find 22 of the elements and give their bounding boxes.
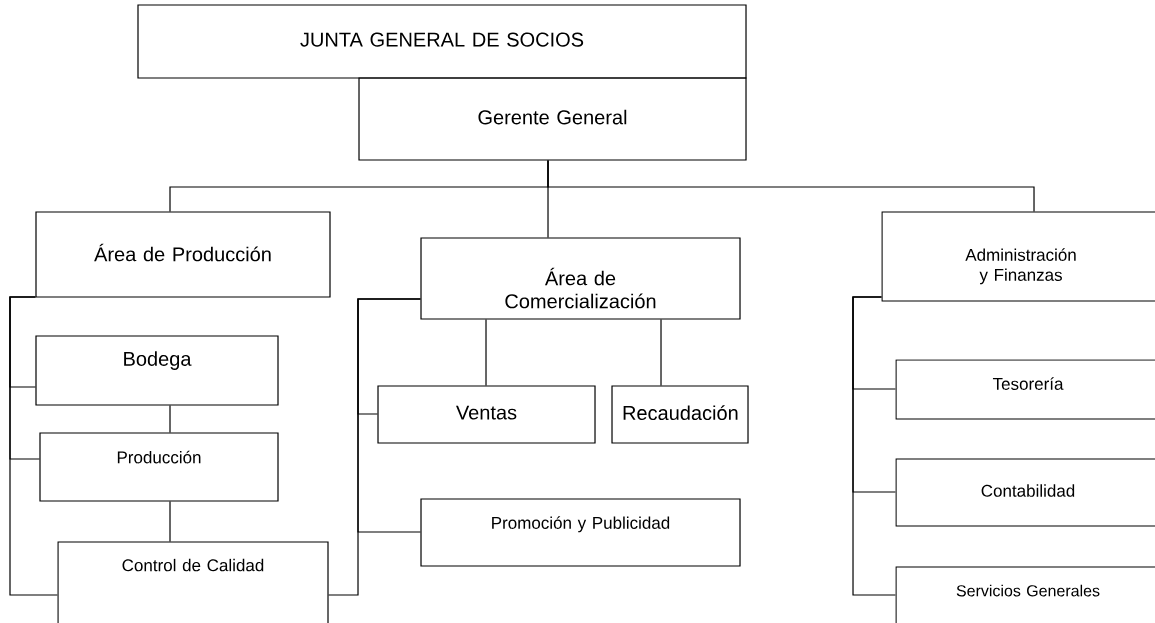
org-box: Contabilidad [895, 458, 1155, 527]
connector-line [169, 501, 171, 542]
org-box: JUNTA GENERAL DE SOCIOS [137, 4, 747, 79]
org-box: Gerente General [358, 77, 747, 161]
org-box: Tesorería [895, 359, 1155, 420]
org-box: Bodega [35, 335, 279, 406]
org-box: Administración y Finanzas [881, 211, 1155, 302]
connector-line [169, 405, 171, 433]
org-box: Producción [39, 432, 279, 502]
connector-line [485, 319, 487, 386]
org-box: Recaudación [611, 385, 749, 444]
org-box: Ventas [377, 385, 596, 444]
connector-line [852, 296, 896, 596]
connector-line [660, 319, 662, 386]
connector-line [328, 298, 421, 596]
org-box: Promoción y Publicidad [420, 498, 741, 567]
org-box: Área de Producción [35, 211, 331, 298]
org-box: Servicios Generales [895, 566, 1155, 623]
connector-line [9, 296, 58, 596]
org-box: Área de Comercialización [420, 237, 741, 320]
connector-line [547, 160, 1035, 212]
org-box: Control de Calidad [57, 541, 329, 623]
